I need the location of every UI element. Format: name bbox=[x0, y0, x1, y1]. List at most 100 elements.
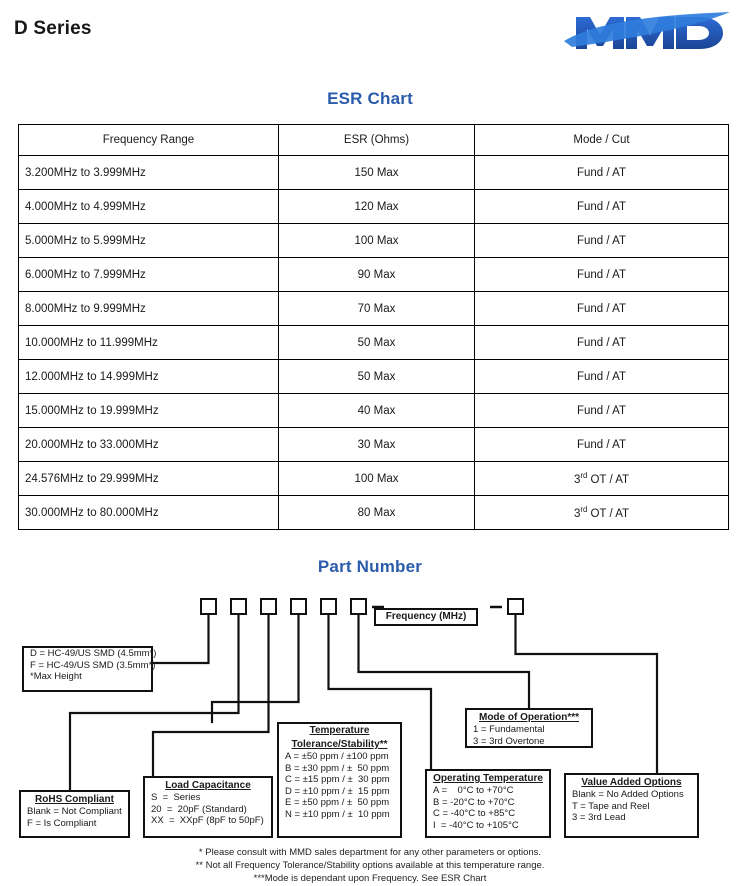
temperature-tolerance-line-6: N = ±10 ppm / ± 10 ppm bbox=[285, 808, 390, 820]
code-box-mode-of-operation[interactable] bbox=[350, 598, 367, 615]
code-box-rohs[interactable] bbox=[230, 598, 247, 615]
value-added-options-line-2: T = Tape and Reel bbox=[572, 800, 650, 812]
temperature-tolerance-line-1: A = ±50 ppm / ±100 ppm bbox=[285, 751, 389, 762]
code-box-load-capacitance[interactable] bbox=[260, 598, 277, 615]
page-title: D Series bbox=[14, 18, 92, 39]
leader-lines bbox=[68, 614, 659, 792]
temperature-tolerance-title-line2: Tolerance/Stability** bbox=[291, 739, 388, 750]
mode-of-operation-line-1: 1 = Fundamental bbox=[473, 724, 545, 735]
operating-temperature-line-3: C = -40°C to +85°C bbox=[433, 808, 516, 819]
temperature-tolerance-line-5: E = ±50 ppm / ± 50 ppm bbox=[285, 797, 390, 808]
cell-frequency-range: 6.000MHz to 7.999MHz bbox=[18, 257, 279, 292]
cell-esr: 40 Max bbox=[278, 393, 475, 428]
cell-frequency-range: 5.000MHz to 5.999MHz bbox=[18, 223, 279, 258]
leader-value-added-options bbox=[514, 614, 659, 775]
mode-of-operation-box: Mode of Operation*** 1 = Fundamental 3 =… bbox=[465, 708, 593, 748]
cell-mode-cut: 3rd OT / AT bbox=[474, 461, 729, 496]
footnote-2: ** Not all Frequency Tolerance/Stability… bbox=[195, 860, 545, 871]
cell-mode-cut: 3rd OT / AT bbox=[474, 495, 729, 530]
mmd-logo bbox=[562, 8, 732, 56]
value-added-options-line-1: Blank = No Added Options bbox=[572, 789, 684, 800]
rohs-title: RoHS Compliant bbox=[35, 794, 114, 805]
leader-package bbox=[151, 614, 210, 665]
rohs-compliant-box: RoHS Compliant Blank = Not Compliant F =… bbox=[19, 790, 130, 838]
temperature-tolerance-line-4: D = ±10 ppm / ± 15 ppm bbox=[285, 785, 390, 797]
cell-esr: 50 Max bbox=[278, 325, 475, 360]
cell-esr: 30 Max bbox=[278, 427, 475, 462]
frequency-field-box[interactable]: Frequency (MHz) bbox=[374, 608, 478, 626]
operating-temperature-title: Operating Temperature bbox=[433, 773, 543, 784]
cell-esr: 150 Max bbox=[278, 155, 475, 190]
cell-frequency-range: 8.000MHz to 9.999MHz bbox=[18, 291, 279, 326]
load-capacitance-box: Load Capacitance S = Series 20 = 20pF (S… bbox=[143, 776, 273, 838]
cell-mode-cut: Fund / AT bbox=[474, 325, 729, 360]
cell-mode-cut: Fund / AT bbox=[474, 257, 729, 292]
cell-esr: 90 Max bbox=[278, 257, 475, 292]
cell-frequency-range: 3.200MHz to 3.999MHz bbox=[18, 155, 279, 190]
esr-chart-heading: ESR Chart bbox=[327, 89, 413, 108]
value-added-options-box: Value Added Options Blank = No Added Opt… bbox=[564, 773, 699, 838]
cell-mode-cut: Fund / AT bbox=[474, 359, 729, 394]
code-box-operating-temperature[interactable] bbox=[320, 598, 337, 615]
column-header-frequency-range: Frequency Range bbox=[18, 124, 279, 156]
cell-frequency-range: 15.000MHz to 19.999MHz bbox=[18, 393, 279, 428]
cell-frequency-range: 12.000MHz to 14.999MHz bbox=[18, 359, 279, 394]
load-capacitance-line-2: 20 = 20pF (Standard) bbox=[151, 803, 247, 815]
cell-mode-cut: Fund / AT bbox=[474, 393, 729, 428]
cell-esr: 70 Max bbox=[278, 291, 475, 326]
cell-frequency-range: 20.000MHz to 33.000MHz bbox=[18, 427, 279, 462]
cell-mode-cut: Fund / AT bbox=[474, 155, 729, 190]
cell-mode-cut: Fund / AT bbox=[474, 291, 729, 326]
cell-frequency-range: 24.576MHz to 29.999MHz bbox=[18, 461, 279, 496]
package-line-3: *Max Height bbox=[30, 671, 82, 682]
load-capacitance-title: Load Capacitance bbox=[165, 780, 251, 791]
column-header-esr: ESR (Ohms) bbox=[278, 124, 475, 156]
rohs-line-2: F = Is Compliant bbox=[27, 817, 97, 829]
operating-temperature-line-2: B = -20°C to +70°C bbox=[433, 796, 515, 808]
code-box-value-added-options[interactable] bbox=[507, 598, 524, 615]
leader-load-capacitance bbox=[151, 614, 270, 778]
load-capacitance-line-3: XX = XXpF (8pF to 50pF) bbox=[151, 815, 264, 826]
cell-frequency-range: 30.000MHz to 80.000MHz bbox=[18, 495, 279, 530]
part-number-code-row bbox=[200, 598, 524, 615]
footnote-1: * Please consult with MMD sales departme… bbox=[198, 847, 542, 858]
cell-mode-cut: Fund / AT bbox=[474, 427, 729, 462]
cell-esr: 120 Max bbox=[278, 189, 475, 224]
package-box: D = HC-49/US SMD (4.5mm*) F = HC-49/US S… bbox=[22, 646, 156, 692]
table-header-row: Frequency Range ESR (Ohms) Mode / Cut bbox=[18, 124, 729, 156]
operating-temperature-line-4: I = -40°C to +105°C bbox=[433, 819, 519, 831]
column-header-mode-cut: Mode / Cut bbox=[474, 124, 729, 156]
rohs-line-1: Blank = Not Compliant bbox=[27, 806, 122, 817]
cell-esr: 100 Max bbox=[278, 461, 475, 496]
operating-temperature-box: Operating Temperature A = 0°C to +70°C B… bbox=[425, 769, 551, 838]
mode-of-operation-line-2: 3 = 3rd Overtone bbox=[473, 735, 545, 747]
temperature-tolerance-box: Temperature Tolerance/Stability** A = ±5… bbox=[277, 722, 402, 838]
code-box-temperature-tolerance[interactable] bbox=[290, 598, 307, 615]
leader-mode-of-operation bbox=[357, 614, 531, 711]
esr-table: Frequency Range ESR (Ohms) Mode / Cut 3.… bbox=[18, 124, 729, 530]
code-box-package[interactable] bbox=[200, 598, 217, 615]
value-added-options-title: Value Added Options bbox=[581, 777, 682, 788]
cell-esr: 50 Max bbox=[278, 359, 475, 394]
cell-mode-cut: Fund / AT bbox=[474, 223, 729, 258]
part-number-heading: Part Number bbox=[317, 557, 423, 576]
package-line-2: F = HC-49/US SMD (3.5mm*) bbox=[30, 659, 156, 671]
cell-esr: 80 Max bbox=[278, 495, 475, 530]
value-added-options-line-3: 3 = 3rd Lead bbox=[572, 812, 626, 823]
footnote-3: ***Mode is dependant upon Frequency. See… bbox=[253, 873, 487, 884]
temperature-tolerance-line-2: B = ±30 ppm / ± 50 ppm bbox=[285, 762, 390, 774]
leader-operating-temperature bbox=[327, 614, 433, 771]
cell-esr: 100 Max bbox=[278, 223, 475, 258]
operating-temperature-line-1: A = 0°C to +70°C bbox=[433, 785, 514, 796]
